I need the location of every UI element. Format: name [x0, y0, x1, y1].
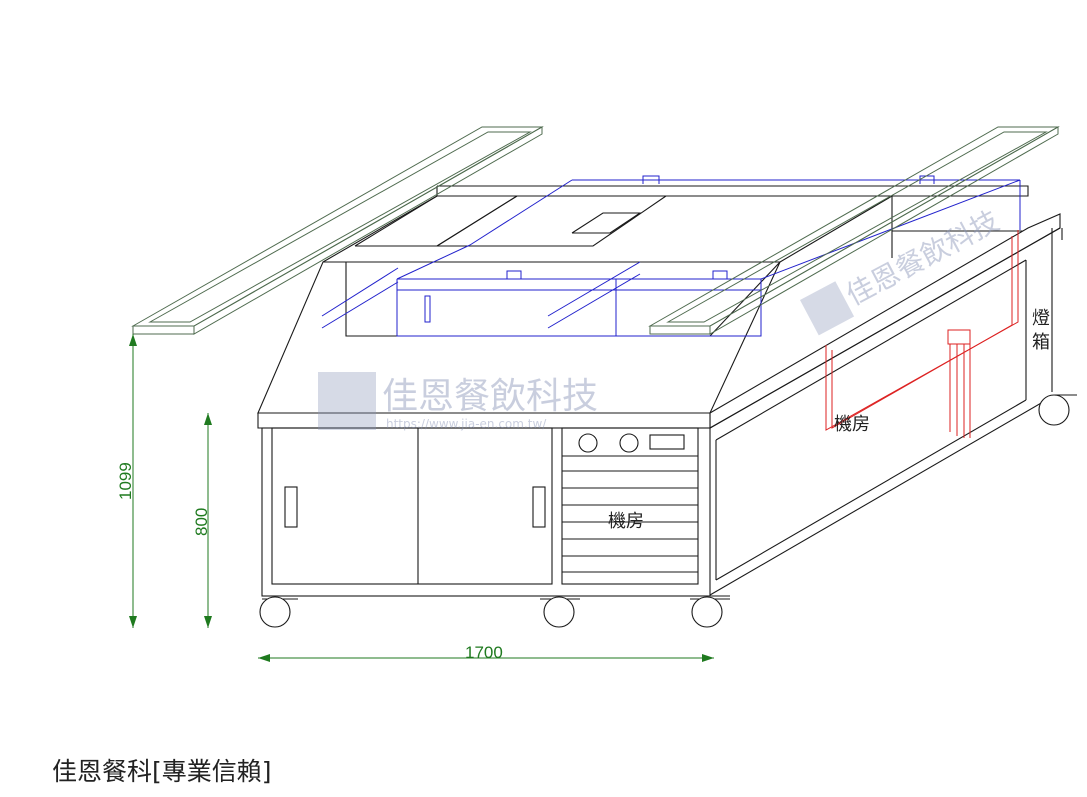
machine-room-label-front: 機房	[608, 511, 644, 532]
dimension-counter-height: 800	[192, 413, 212, 628]
inner-frame-hidden	[321, 175, 1021, 337]
dimension-width: 1700	[258, 643, 714, 662]
width-value: 1700	[465, 643, 503, 662]
overall-height-value: 1099	[116, 462, 135, 500]
watermark-brand: 佳恩餐飲科技	[382, 376, 598, 417]
counter-side-body	[709, 213, 1077, 596]
watermark-url: https://www.jia-en.com.tw/	[386, 417, 547, 431]
light-box-label-line2: 箱	[1032, 332, 1050, 353]
left-overhead-shelf	[131, 126, 544, 335]
equipment-drawing: 佳恩餐飲科技 https://www.jia-en.com.tw/ 佳恩餐飲科技…	[116, 126, 1077, 662]
watermark-front: 佳恩餐飲科技 https://www.jia-en.com.tw/	[318, 372, 598, 431]
machine-room-label-side: 機房	[834, 414, 870, 435]
right-overhead-shelf	[648, 126, 1060, 335]
dimension-overall-height: 1099	[116, 334, 137, 628]
light-box-label: 燈 箱	[1032, 308, 1056, 353]
counter-height-value: 800	[192, 508, 211, 536]
refrigeration-piping	[825, 230, 1019, 438]
caster-wheels	[259, 394, 1070, 628]
front-cabinet	[261, 427, 730, 597]
company-caption: 佳恩餐科[專業信賴]	[52, 757, 272, 786]
light-box-label-line1: 燈	[1032, 308, 1050, 329]
